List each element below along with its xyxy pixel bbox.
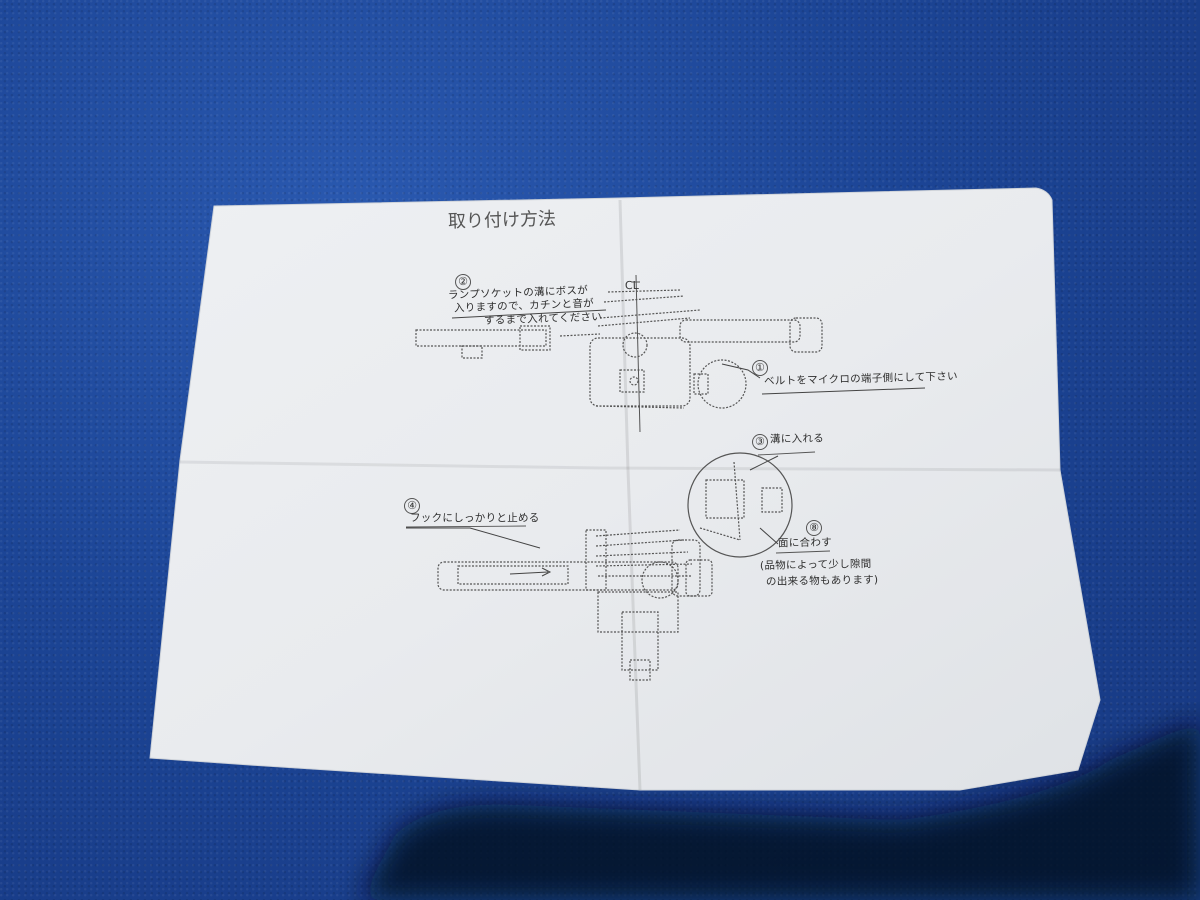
paper-sheet xyxy=(149,187,1101,791)
step8-text: 面に合わす xyxy=(777,536,833,550)
drawing-bottom xyxy=(437,452,793,681)
step2-group: ② xyxy=(454,272,472,291)
step8-note-line2: の出来る物もあります) xyxy=(765,574,879,588)
step3-group: ③ xyxy=(751,432,769,451)
vertical-fold xyxy=(618,199,642,791)
drawing-top xyxy=(415,289,823,409)
step8-note-line1: (品物によって少し隙間 xyxy=(759,558,872,572)
horizontal-fold xyxy=(179,460,1061,472)
step1-number: ① xyxy=(751,359,769,377)
step4-number: ④ xyxy=(404,498,420,514)
step4-group: ④ xyxy=(404,496,420,514)
step3-number: ③ xyxy=(751,433,769,451)
step1-group: ① xyxy=(751,358,769,377)
centerline xyxy=(635,274,641,433)
sheet-title: 取り付け方法 xyxy=(447,208,557,233)
centerline-label: CL xyxy=(624,278,639,293)
step4-text: フックにしっかりと止める xyxy=(410,512,540,524)
step8-number: ⑧ xyxy=(806,520,822,536)
step3-text: 溝に入れる xyxy=(769,432,825,446)
step8-group: ⑧ xyxy=(806,518,822,536)
